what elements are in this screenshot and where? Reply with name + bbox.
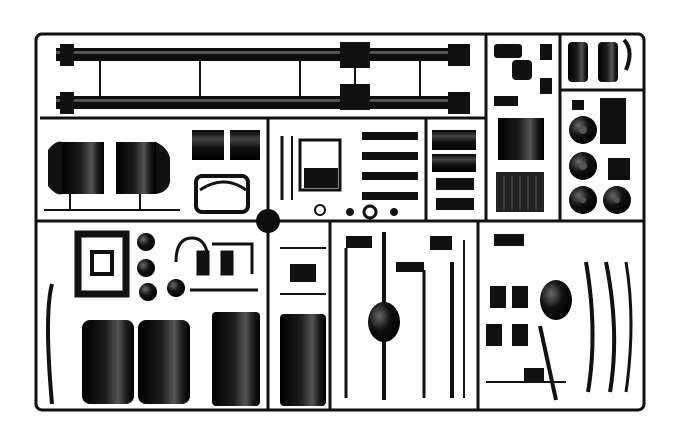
- rear-axle-assembly: [280, 232, 465, 400]
- tank-cylinders: [212, 312, 326, 406]
- mudflap-panels: [192, 130, 260, 214]
- ball-joint-set: [137, 233, 185, 301]
- chassis-gates: [99, 61, 421, 96]
- sprue-hub: [256, 209, 280, 233]
- air-tank-set: [568, 38, 632, 144]
- battery-box-set: [432, 130, 476, 210]
- chassis-rail-upper: [56, 42, 470, 68]
- rear-fender-pair: [44, 141, 180, 211]
- bracket-cluster: [494, 44, 552, 106]
- fuel-tank-halves: [46, 283, 190, 405]
- wheel-hub-set: [569, 116, 631, 214]
- sprue-runner-frame: [34, 32, 646, 412]
- lamp-bracket-set: [174, 236, 258, 292]
- cross-member-set: [280, 132, 418, 220]
- front-axle-assembly: [486, 234, 633, 401]
- chassis-rail-lower: [56, 84, 470, 114]
- side-skirt-panels: [496, 118, 544, 212]
- step-frame: [74, 230, 130, 298]
